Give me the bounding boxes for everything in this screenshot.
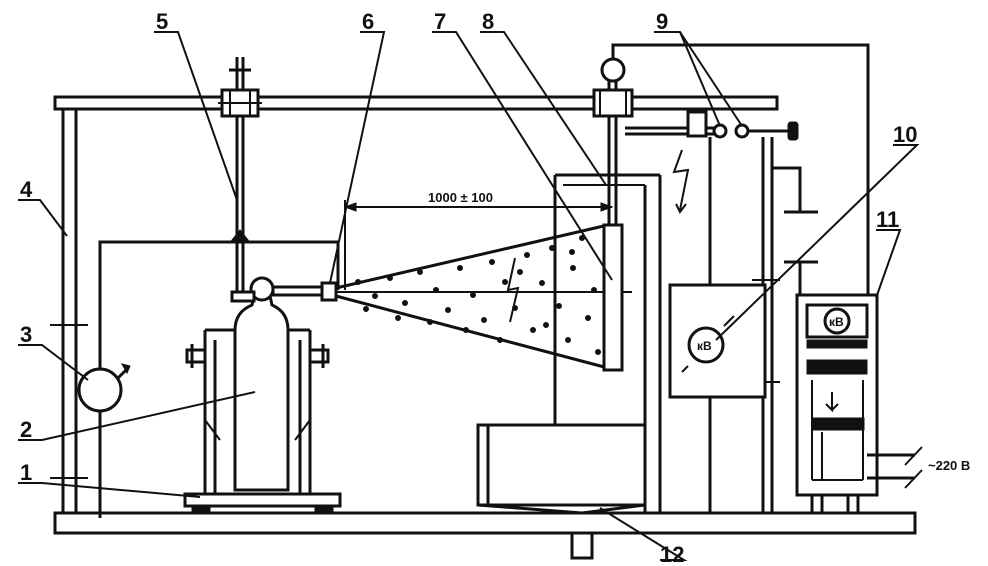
collection-tray xyxy=(476,423,647,515)
label-11: 11 xyxy=(876,207,899,232)
hv-generator: кВ xyxy=(795,293,923,515)
drain-pipe xyxy=(570,531,594,560)
frame-post xyxy=(50,109,88,513)
label-12: 12 xyxy=(660,542,684,566)
voltage-label: ~220 B xyxy=(928,458,970,473)
top-rail xyxy=(53,95,779,111)
leader-lines xyxy=(18,31,920,561)
base-plate xyxy=(53,511,917,535)
spray-nozzle xyxy=(271,281,338,302)
label-2: 2 xyxy=(20,417,32,442)
dimension-text: 1000 ± 100 xyxy=(428,190,493,205)
label-10: 10 xyxy=(893,122,917,147)
hose-line xyxy=(98,240,340,370)
label-9: 9 xyxy=(656,9,668,34)
label-4: 4 xyxy=(20,177,33,202)
vertical-stand xyxy=(218,57,262,292)
cylinder-holder xyxy=(185,328,330,494)
pressure-gauge xyxy=(77,363,131,413)
label-7: 7 xyxy=(434,9,446,34)
gas-cylinder xyxy=(233,294,290,492)
label-3: 3 xyxy=(20,322,32,347)
label-5: 5 xyxy=(156,9,168,34)
test-electrode xyxy=(592,57,634,372)
label-6: 6 xyxy=(362,9,374,34)
generator-unit: кВ xyxy=(829,315,844,329)
label-1: 1 xyxy=(20,460,32,485)
spray-cone xyxy=(335,223,632,370)
scale-platform xyxy=(183,492,342,514)
voltmeter-unit: кВ xyxy=(697,339,712,353)
label-8: 8 xyxy=(482,9,494,34)
voltmeter: кВ xyxy=(668,283,767,399)
